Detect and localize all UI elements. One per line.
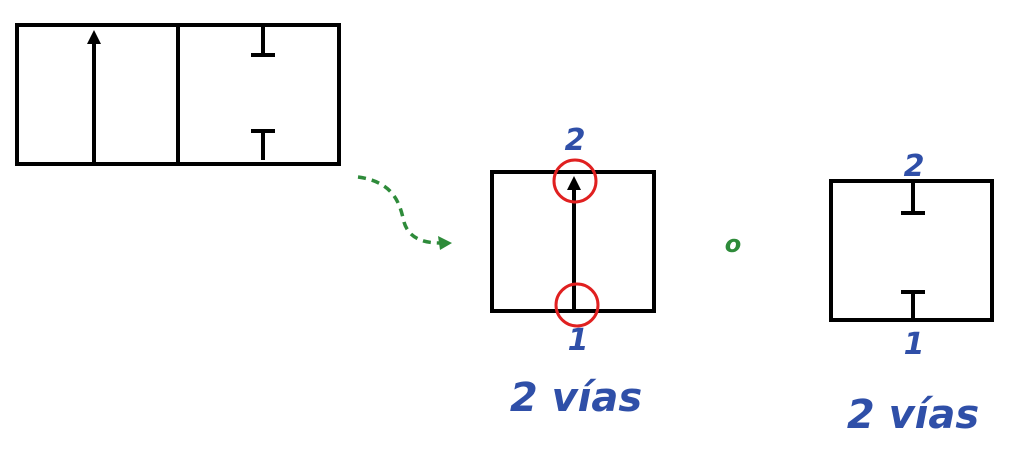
closed-valve-box xyxy=(829,179,994,322)
open-valve-symbol: 2 1 2 vías xyxy=(490,123,656,421)
valve-position-box-right xyxy=(176,23,341,166)
symbol-caption: 2 vías xyxy=(847,392,979,438)
flow-arrow-icon xyxy=(567,176,581,309)
blocked-port-bottom-icon xyxy=(251,129,275,160)
symbol-caption: 2 vías xyxy=(510,375,642,421)
closed-valve-symbol: 2 1 2 vías xyxy=(829,149,994,438)
valve-position-box-left xyxy=(15,23,180,166)
flow-arrow-icon xyxy=(87,30,101,162)
port-highlight-bottom xyxy=(554,282,600,328)
port-label-bottom: 1 xyxy=(904,327,925,362)
blocked-port-bottom-icon xyxy=(901,290,925,318)
two-position-valve xyxy=(15,23,341,166)
port-label-top: 2 xyxy=(565,123,586,158)
connector-arrow xyxy=(357,175,452,250)
blocked-port-top-icon xyxy=(901,183,925,215)
conjunction-label: o xyxy=(725,230,742,258)
open-valve-box xyxy=(490,170,656,313)
port-label-top: 2 xyxy=(904,149,925,184)
blocked-port-top-icon xyxy=(251,27,275,57)
port-highlight-top xyxy=(552,158,598,204)
port-label-bottom: 1 xyxy=(568,323,589,358)
